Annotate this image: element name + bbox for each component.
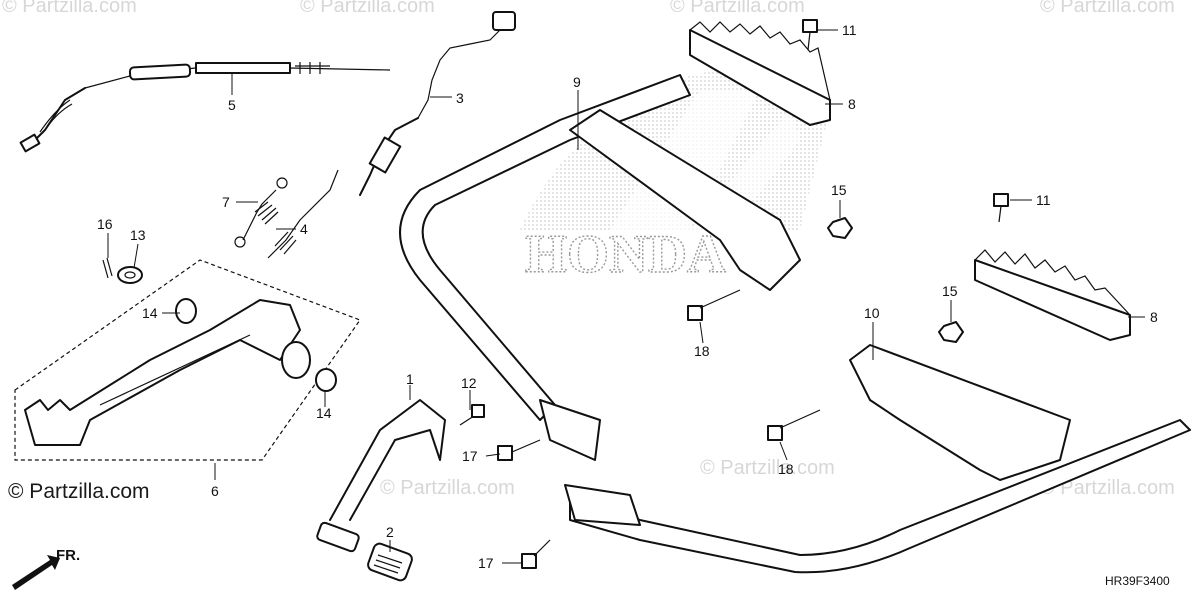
brake-switch-3 <box>359 11 516 196</box>
cable-5 <box>19 62 391 153</box>
step-pad-8-lower <box>974 249 1131 341</box>
brake-rod-1 <box>316 399 446 553</box>
watermark-text: © Partzilla.com <box>2 0 137 17</box>
watermark-text: © Partzilla.com <box>700 457 835 479</box>
watermark-layer: © Partzilla.com © Partzilla.com © Partzi… <box>2 0 1175 499</box>
callout-17-upper[interactable]: 17 <box>462 448 478 464</box>
nut-15-upper <box>827 217 853 239</box>
callout-15-lower[interactable]: 15 <box>942 283 958 299</box>
callout-17-lower[interactable]: 17 <box>478 555 494 571</box>
bolt-18-upper <box>687 289 741 321</box>
front-indicator: FR. <box>12 547 80 590</box>
callout-13[interactable]: 13 <box>130 227 146 243</box>
bolt-17-lower <box>521 539 551 569</box>
callout-12[interactable]: 12 <box>461 375 477 391</box>
drawing-code: HR39F3400 <box>1105 574 1170 588</box>
callout-4[interactable]: 4 <box>300 221 308 237</box>
callout-1[interactable]: 1 <box>406 371 414 387</box>
nut-15-lower <box>938 321 964 343</box>
callout-18-lower[interactable]: 18 <box>778 461 794 477</box>
callout-2[interactable]: 2 <box>386 524 394 540</box>
callout-14-lower[interactable]: 14 <box>316 405 332 421</box>
watermark-text: © Partzilla.com <box>1040 477 1175 499</box>
bolt-11-upper <box>802 19 818 51</box>
callout-16[interactable]: 16 <box>97 216 113 232</box>
watermark-text: © Partzilla.com <box>670 0 805 17</box>
bolt-17-upper <box>497 439 541 461</box>
callout-18-upper[interactable]: 18 <box>694 343 710 359</box>
callout-6[interactable]: 6 <box>211 483 219 499</box>
callout-15-upper[interactable]: 15 <box>831 182 847 198</box>
callout-10[interactable]: 10 <box>864 305 880 321</box>
step-bar-9 <box>399 74 801 461</box>
bolt-11-lower <box>993 193 1009 223</box>
brake-pedal-6 <box>14 259 361 461</box>
bolt-12 <box>459 404 485 426</box>
bolt-18-lower <box>767 409 821 441</box>
spring-7 <box>234 177 288 248</box>
watermark-text: © Partzilla.com <box>380 477 515 499</box>
watermark-text: © Partzilla.com <box>1040 0 1175 17</box>
cotter-pin-16 <box>102 257 113 279</box>
callout-11-upper[interactable]: 11 <box>842 22 857 38</box>
step-pad-8-upper <box>689 21 831 126</box>
callout-3[interactable]: 3 <box>456 90 464 106</box>
spring-4 <box>267 169 339 259</box>
washer-13 <box>117 266 143 284</box>
step-bar-10 <box>564 344 1191 574</box>
watermark-text: © Partzilla.com <box>300 0 435 17</box>
callout-5[interactable]: 5 <box>228 97 236 113</box>
logo-text: HONDA <box>525 224 726 284</box>
partzilla-watermark: © Partzilla.com <box>8 480 150 503</box>
callout-7[interactable]: 7 <box>222 194 230 210</box>
callout-14-upper[interactable]: 14 <box>142 305 158 321</box>
callout-8-lower[interactable]: 8 <box>1150 309 1158 325</box>
callout-11-lower[interactable]: 11 <box>1036 192 1051 208</box>
honda-logo-watermark: HONDA <box>520 69 830 285</box>
callout-9[interactable]: 9 <box>573 74 581 90</box>
callout-labels: 1 2 3 4 5 6 7 8 8 9 10 11 11 12 13 14 14… <box>97 22 1158 571</box>
leader-lines <box>107 29 1145 564</box>
callout-8-upper[interactable]: 8 <box>848 96 856 112</box>
front-indicator-label: FR. <box>56 547 80 564</box>
pedal-rubber-2 <box>367 542 413 582</box>
